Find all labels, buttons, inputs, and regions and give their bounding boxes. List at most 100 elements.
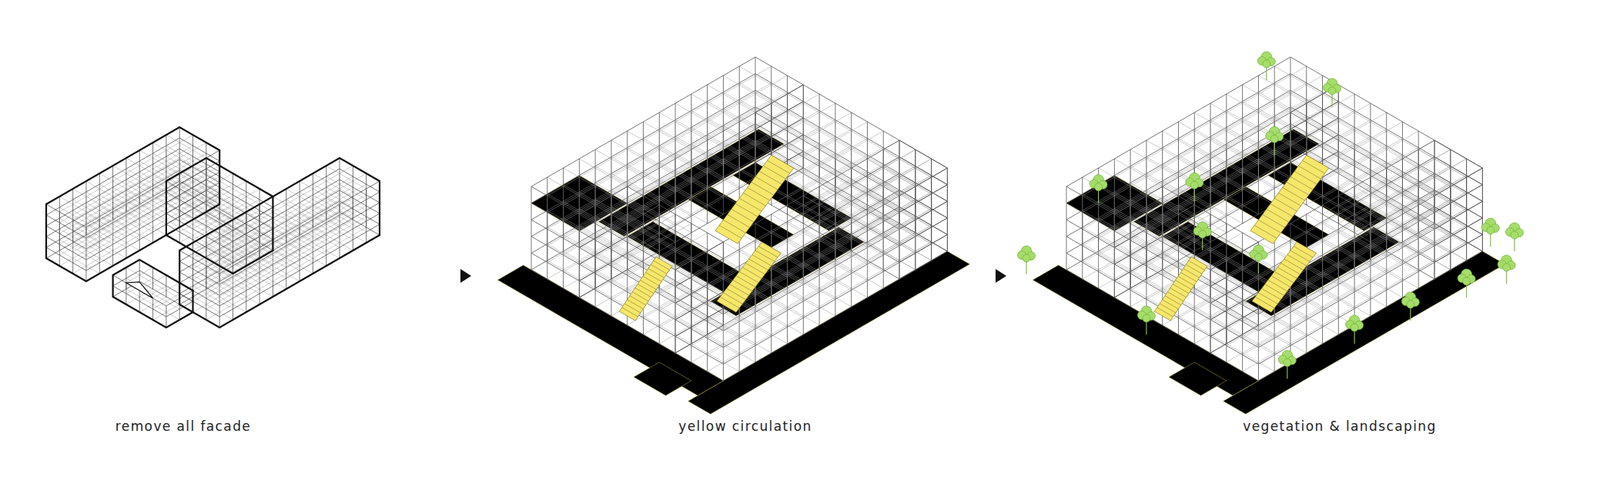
frame-line <box>1242 134 1291 163</box>
frame-line <box>755 289 804 318</box>
stair-tread <box>637 284 654 294</box>
frame-line <box>851 234 900 262</box>
stair-tread <box>653 260 670 270</box>
frame-line <box>1210 335 1259 364</box>
frame-line <box>1338 278 1386 307</box>
column-line <box>947 167 948 252</box>
frame-line <box>1290 117 1339 146</box>
frame-line <box>126 200 167 225</box>
tree-crown <box>1328 87 1336 95</box>
frame-line <box>1082 243 1131 272</box>
frame-line <box>547 83 772 213</box>
frame-line <box>193 187 261 226</box>
step-caption: yellow circulation <box>678 418 812 434</box>
stair-tread <box>727 214 750 228</box>
frame-line <box>1370 197 1419 225</box>
frame-line <box>771 214 820 242</box>
column-line <box>125 267 127 289</box>
frame-line <box>1162 197 1211 225</box>
stair-tread <box>1268 279 1288 291</box>
frame-line <box>723 307 771 336</box>
frame-line <box>1306 153 1451 237</box>
stair-tread <box>739 271 759 282</box>
stair-tread <box>1261 287 1282 299</box>
frame-line <box>787 127 932 211</box>
frame-line <box>899 223 948 252</box>
tree-crown <box>1462 277 1471 285</box>
column-line <box>690 223 692 307</box>
stair-tread <box>723 219 746 233</box>
frame-line <box>259 214 300 238</box>
frame-line <box>1114 241 1162 270</box>
column-line <box>139 259 141 282</box>
stair-tread <box>719 224 742 238</box>
frame-line <box>1306 264 1355 292</box>
column-line <box>1210 103 1212 187</box>
frame-line <box>59 196 100 220</box>
frame-line <box>1386 234 1435 262</box>
stair <box>1154 256 1208 321</box>
frame-line <box>787 221 836 250</box>
frame-line <box>1210 302 1259 331</box>
frame-line <box>86 234 127 258</box>
frame-line <box>787 120 836 148</box>
frame-line <box>179 208 220 232</box>
frame-line <box>1354 171 1403 200</box>
frame-line <box>771 103 916 187</box>
stair-tread <box>1178 275 1195 285</box>
frame-line <box>675 274 724 303</box>
frame-line <box>166 177 207 201</box>
frame-line <box>1354 269 1403 298</box>
frame-line <box>707 334 756 362</box>
frame-line <box>312 173 353 197</box>
frame-line <box>246 222 287 246</box>
frame-line <box>707 134 756 163</box>
frame-line <box>206 245 247 269</box>
column-line <box>850 167 852 252</box>
frame-line <box>206 234 247 258</box>
frame-line <box>326 219 367 243</box>
frame-line <box>1338 117 1483 201</box>
frame-line <box>179 148 220 172</box>
frame-line <box>1082 194 1131 222</box>
frame-line <box>1370 130 1419 159</box>
frame-line <box>1066 252 1115 281</box>
frame-line <box>1146 140 1195 168</box>
frame-line <box>1130 195 1179 224</box>
frame-line <box>139 171 180 195</box>
stair-tread <box>1170 287 1187 298</box>
frame-line <box>1130 245 1179 274</box>
frame-line <box>206 234 247 258</box>
column-line <box>723 75 724 159</box>
column-line <box>1434 140 1436 224</box>
column-line <box>259 204 261 258</box>
frame-line <box>1434 190 1483 218</box>
frame-line <box>153 185 194 209</box>
frame-line <box>531 236 580 265</box>
stair-tread <box>1282 187 1306 201</box>
frame-line <box>771 153 916 237</box>
frame-line <box>866 175 915 204</box>
frame-line <box>166 202 234 242</box>
frame-line <box>1370 227 1419 255</box>
frame-line <box>246 265 287 289</box>
column-line <box>690 93 692 178</box>
frame-line <box>1162 214 1211 242</box>
frame-line <box>232 230 273 254</box>
frame-line <box>547 210 596 238</box>
frame-line <box>675 269 724 298</box>
frame-line <box>579 241 627 270</box>
frame-line <box>46 247 87 271</box>
frame-line <box>312 184 353 208</box>
frame-line <box>755 117 804 146</box>
frame-line <box>232 251 273 275</box>
stair-tread <box>645 271 662 282</box>
frame-line <box>787 143 932 228</box>
frame-line <box>206 213 247 237</box>
stair-tread <box>1278 192 1301 206</box>
column-line <box>1145 195 1147 279</box>
frame-line <box>299 180 340 205</box>
frame-line <box>1194 112 1242 141</box>
frame-line <box>1210 258 1259 287</box>
frame-line <box>707 84 756 113</box>
